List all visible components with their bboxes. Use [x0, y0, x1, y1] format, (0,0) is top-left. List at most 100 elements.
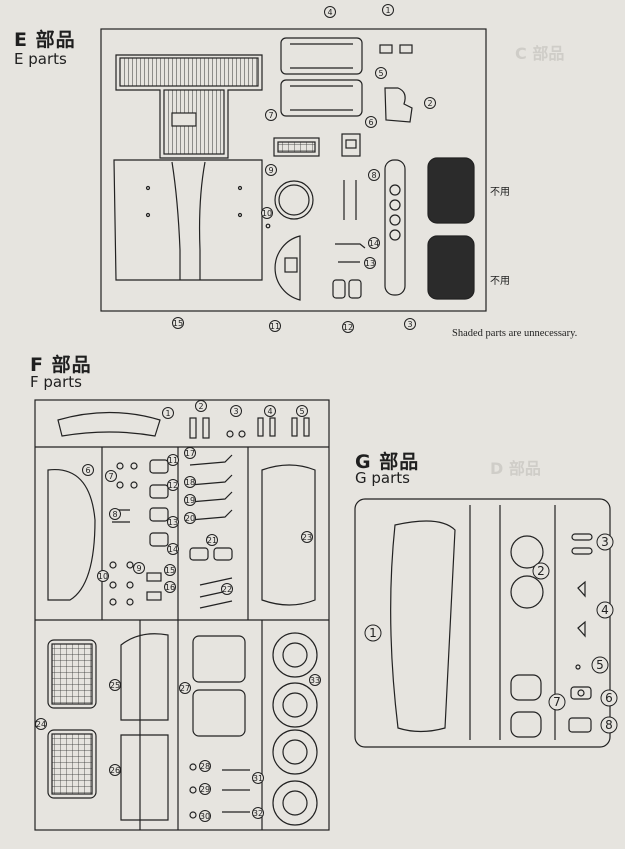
e-sprue-frame: [100, 28, 487, 312]
e-callout-1: 1: [382, 4, 394, 16]
f-callout-8: 8: [109, 508, 121, 520]
svg-text:32: 32: [253, 809, 263, 818]
f-part-19: [189, 491, 233, 503]
svg-text:3: 3: [601, 535, 609, 549]
ghost-d-title: D 部品: [490, 459, 541, 478]
f-part-4b: [269, 417, 276, 437]
f-callout-1: 1: [162, 407, 174, 419]
e-callout-12: 12: [342, 321, 354, 333]
g-part-3a: [571, 533, 593, 541]
f-callout-19: 19: [184, 494, 196, 506]
f-callout-30: 30: [199, 810, 211, 822]
g-callout-3: 3: [596, 533, 614, 551]
svg-text:1: 1: [369, 626, 377, 640]
e-part-12a: [332, 279, 346, 299]
f-sprue-frame: [34, 399, 330, 831]
svg-text:5: 5: [299, 407, 304, 416]
unnecessary-parts-note: Shaded parts are unnecessary.: [452, 328, 578, 339]
g-parts-title: G 部品: [355, 451, 420, 473]
svg-text:12: 12: [343, 323, 353, 332]
f-part-20: [189, 509, 233, 521]
svg-text:31: 31: [253, 774, 263, 783]
svg-text:10: 10: [98, 572, 108, 581]
svg-text:9: 9: [136, 564, 141, 573]
g-part-2a: [510, 535, 544, 569]
g-part-5: [575, 664, 581, 670]
e-part-6: [341, 133, 361, 157]
e-callout-8: 8: [368, 169, 380, 181]
e-callout-9: 9: [265, 164, 277, 176]
f-part-27a: [192, 635, 246, 683]
f-callout-2: 2: [195, 400, 207, 412]
svg-text:2: 2: [537, 564, 545, 578]
f-part-21b: [213, 547, 233, 561]
svg-text:27: 27: [180, 684, 190, 693]
f-part-13: [149, 507, 169, 522]
f-callout-26: 26: [109, 764, 121, 776]
e-callout-15: 15: [172, 317, 184, 329]
e-unused-panel-lower: [427, 235, 475, 300]
f-callout-20: 20: [184, 512, 196, 524]
svg-text:1: 1: [165, 409, 170, 418]
svg-text:12: 12: [168, 481, 178, 490]
f-parts-title: F 部品: [30, 354, 92, 376]
svg-text:29: 29: [200, 785, 210, 794]
g-part-7a: [510, 674, 542, 701]
f-callout-29: 29: [199, 783, 211, 795]
unused-label-lower: 不用: [490, 276, 510, 287]
svg-text:4: 4: [267, 407, 272, 416]
e-callout-14: 14: [368, 237, 380, 249]
svg-text:7: 7: [268, 111, 273, 120]
f-part-24b: [47, 729, 97, 799]
f-callout-3: 3: [230, 405, 242, 417]
svg-text:6: 6: [605, 691, 613, 705]
f-part-22: [199, 577, 233, 586]
svg-text:21: 21: [207, 536, 217, 545]
svg-text:15: 15: [165, 566, 175, 575]
svg-text:17: 17: [185, 449, 195, 458]
e-part-9: [274, 180, 314, 220]
f-callout-23: 23: [301, 531, 313, 543]
svg-text:20: 20: [185, 514, 195, 523]
g-part-2b: [510, 575, 544, 609]
svg-text:14: 14: [369, 239, 379, 248]
svg-text:7: 7: [108, 472, 113, 481]
f-parts-sprue: [34, 399, 330, 831]
g-callout-5: 5: [591, 656, 609, 674]
f-callout-9: 9: [133, 562, 145, 574]
svg-text:14: 14: [168, 545, 178, 554]
svg-text:9: 9: [268, 166, 273, 175]
f-part-16: [146, 591, 162, 601]
f-callout-6: 6: [82, 464, 94, 476]
svg-text:8: 8: [605, 718, 613, 732]
svg-text:4: 4: [601, 603, 609, 617]
svg-text:11: 11: [270, 322, 280, 331]
f-callout-16: 16: [164, 581, 176, 593]
svg-text:30: 30: [200, 812, 210, 821]
f-part-6: [47, 469, 96, 601]
ghost-c-title: C 部品: [515, 44, 565, 63]
g-part-8: [568, 717, 592, 733]
e-parts-subtitle: E parts: [14, 50, 67, 68]
f-part-29: [189, 786, 197, 794]
svg-text:18: 18: [185, 478, 195, 487]
svg-text:8: 8: [112, 510, 117, 519]
e-parts-title: E 部品: [14, 29, 76, 51]
g-part-4a: [577, 580, 586, 598]
e-part-1a: [379, 44, 393, 54]
f-callout-21: 21: [206, 534, 218, 546]
f-part-2a: [189, 417, 197, 439]
svg-text:28: 28: [200, 762, 210, 771]
svg-text:15: 15: [173, 319, 183, 328]
e-callout-4: 4: [324, 6, 336, 18]
g-parts-sprue: [354, 498, 611, 748]
f-part-27b: [192, 689, 246, 737]
svg-text:1: 1: [385, 6, 390, 15]
f-callout-15: 15: [164, 564, 176, 576]
svg-text:26: 26: [110, 766, 120, 775]
e-part-15: [113, 54, 263, 281]
f-part-14: [149, 532, 169, 547]
e-part-4: [280, 37, 363, 75]
svg-text:3: 3: [407, 320, 412, 329]
e-callout-3: 3: [404, 318, 416, 330]
